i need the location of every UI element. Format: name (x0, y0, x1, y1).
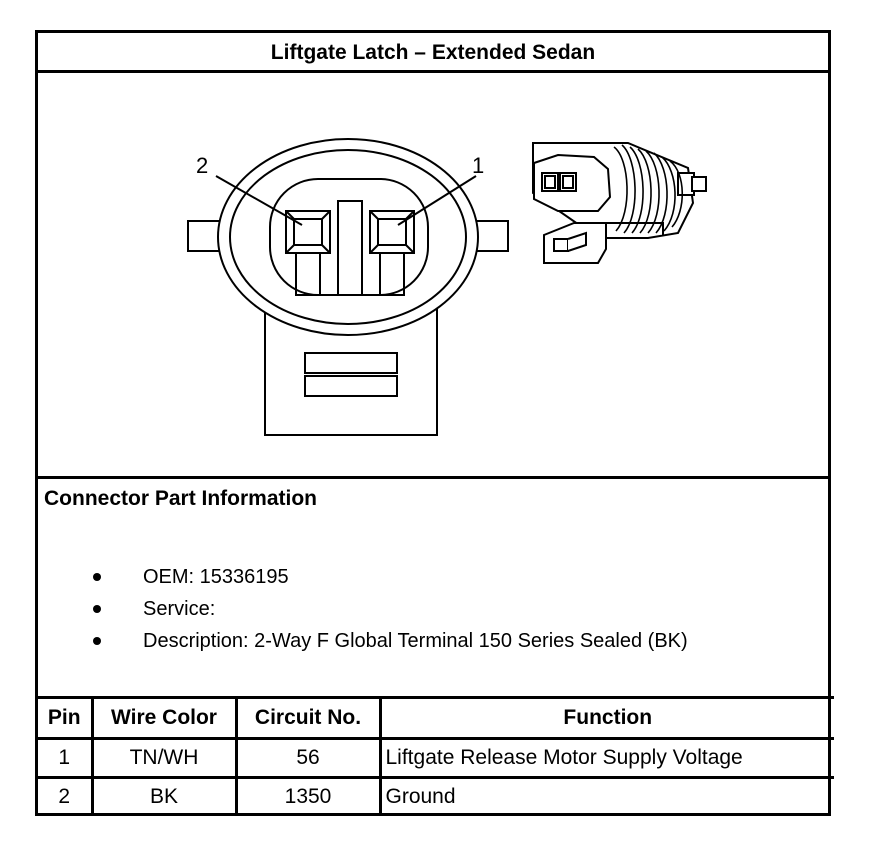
cell-pin: 2 (38, 776, 94, 815)
terminal-pin-2-seat (295, 252, 321, 296)
terminal-pin-2-contact (293, 218, 323, 246)
pin-2-leader (215, 175, 303, 226)
bullet-icon (93, 573, 101, 581)
column-header-circuit-no: Circuit No. (234, 696, 382, 740)
bullet-icon (93, 637, 101, 645)
center-key (337, 200, 363, 296)
table-row: 2 BK 1350 Ground (38, 776, 834, 815)
latch-slot-upper (304, 352, 398, 374)
table-row: 1 TN/WH 56 Liftgate Release Motor Supply… (38, 737, 834, 779)
latch-slot-lower (304, 375, 398, 397)
column-header-function: Function (378, 696, 834, 740)
terminal-pin-1-seat (379, 252, 405, 296)
page-title: Liftgate Latch – Extended Sedan (38, 33, 828, 73)
column-header-wire-color: Wire Color (90, 696, 238, 740)
pin-1-leader (397, 175, 477, 226)
cell-circuit-no: 56 (234, 737, 382, 779)
pin-2-callout: 2 (196, 153, 208, 178)
cell-function: Liftgate Release Motor Supply Voltage (378, 737, 834, 779)
pin-1-callout: 1 (472, 153, 484, 178)
terminal-pin-1-contact (377, 218, 407, 246)
connector-shell-inner (229, 149, 467, 325)
table-header-row: Pin Wire Color Circuit No. Function (38, 696, 834, 740)
column-header-pin: Pin (38, 696, 94, 740)
cell-circuit-no: 1350 (234, 776, 382, 815)
left-latch-tab (187, 220, 221, 252)
right-latch-tab (475, 220, 509, 252)
pin-table: Pin Wire Color Circuit No. Function 1 TN… (38, 696, 834, 815)
cell-wire-color: BK (90, 776, 238, 815)
section-heading: Connector Part Information (44, 487, 318, 510)
cell-function: Ground (378, 776, 834, 815)
connector-part-information: Connector Part Information OEM: 15336195… (44, 487, 688, 652)
cell-pin: 1 (38, 737, 94, 779)
bullet-icon (93, 605, 101, 613)
cell-wire-color: TN/WH (90, 737, 238, 779)
connector-sheet: Liftgate Latch – Extended Sedan (35, 30, 834, 816)
connector-illustration: 2 1 (187, 138, 707, 436)
connector-figure: 2 1 (38, 73, 828, 479)
connector-isometric-view (532, 142, 707, 264)
